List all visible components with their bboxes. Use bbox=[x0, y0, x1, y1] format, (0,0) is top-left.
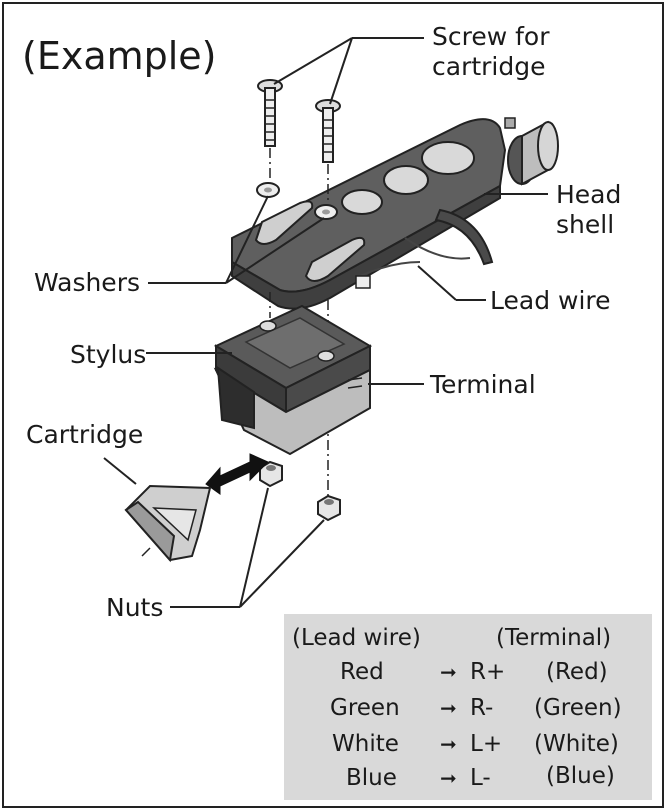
nuts-label: Nuts bbox=[106, 593, 164, 622]
row-white-terminal: L+ bbox=[470, 731, 503, 757]
cartridge-label: Cartridge bbox=[26, 420, 144, 449]
screw-label-line1: Screw for bbox=[432, 22, 550, 51]
row-blue-color: (Blue) bbox=[546, 763, 615, 789]
stylus-label: Stylus bbox=[70, 340, 147, 369]
lead-wire-label: Lead wire bbox=[490, 286, 611, 315]
stylus-drawing bbox=[213, 304, 373, 456]
table-header-lead-wire: (Lead wire) bbox=[292, 625, 421, 651]
washers-label: Washers bbox=[34, 268, 140, 297]
wiring-table: (Lead wire) (Terminal) Red ➞ R+ (Red) Gr… bbox=[284, 614, 652, 800]
table-header-terminal: (Terminal) bbox=[496, 625, 612, 651]
double-arrow-icon bbox=[205, 453, 269, 495]
cartridge-guard-drawing bbox=[124, 484, 212, 563]
row-red-wire: Red bbox=[340, 659, 384, 685]
head-shell-drawing bbox=[231, 117, 559, 310]
screw-label-line2: cartridge bbox=[432, 52, 546, 81]
row-green-terminal: R- bbox=[470, 695, 494, 721]
terminal-label: Terminal bbox=[430, 370, 536, 399]
row-blue-wire: Blue bbox=[346, 765, 397, 791]
nuts-drawing bbox=[259, 460, 341, 522]
diagram-title: (Example) bbox=[22, 34, 217, 78]
row-red-terminal: R+ bbox=[470, 659, 506, 685]
row-blue-arrow-icon: ➞ bbox=[440, 766, 457, 790]
row-white-arrow-icon: ➞ bbox=[440, 732, 457, 756]
head-shell-label-line2: shell bbox=[556, 210, 615, 239]
row-green-color: (Green) bbox=[534, 695, 622, 721]
row-white-color: (White) bbox=[534, 731, 619, 757]
row-blue-terminal: L- bbox=[470, 765, 491, 791]
row-red-color: (Red) bbox=[546, 659, 608, 685]
row-green-wire: Green bbox=[330, 695, 400, 721]
head-shell-label-line1: Head bbox=[556, 180, 622, 209]
row-green-arrow-icon: ➞ bbox=[440, 696, 457, 720]
row-red-arrow-icon: ➞ bbox=[440, 660, 457, 684]
row-white-wire: White bbox=[332, 731, 399, 757]
leader-lines bbox=[103, 37, 548, 608]
